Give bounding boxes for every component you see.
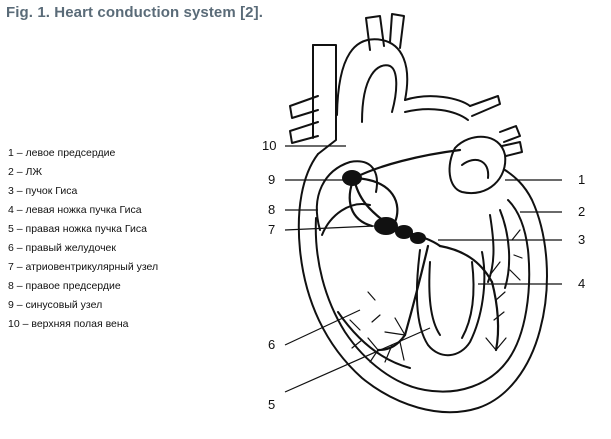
callout-4: 4 [578, 276, 585, 291]
callout-9: 9 [268, 172, 275, 187]
callout-7: 7 [268, 222, 275, 237]
callout-2: 2 [578, 204, 585, 219]
heart-outer-wall [299, 154, 547, 412]
callout-6: 6 [268, 337, 275, 352]
callout-5: 5 [268, 397, 275, 412]
interventricular-septum [417, 250, 484, 355]
left-atrium [450, 137, 506, 193]
callout-10: 10 [262, 138, 276, 153]
callout-3: 3 [578, 232, 585, 247]
sinus-node [342, 170, 362, 186]
callout-1: 1 [578, 172, 585, 187]
av-node [374, 217, 398, 235]
right-bundle-branch [405, 246, 428, 335]
callout-8: 8 [268, 202, 275, 217]
pulmonary-trunk [405, 96, 470, 106]
superior-vena-cava [313, 45, 336, 154]
pulmonary-vein [500, 126, 520, 142]
